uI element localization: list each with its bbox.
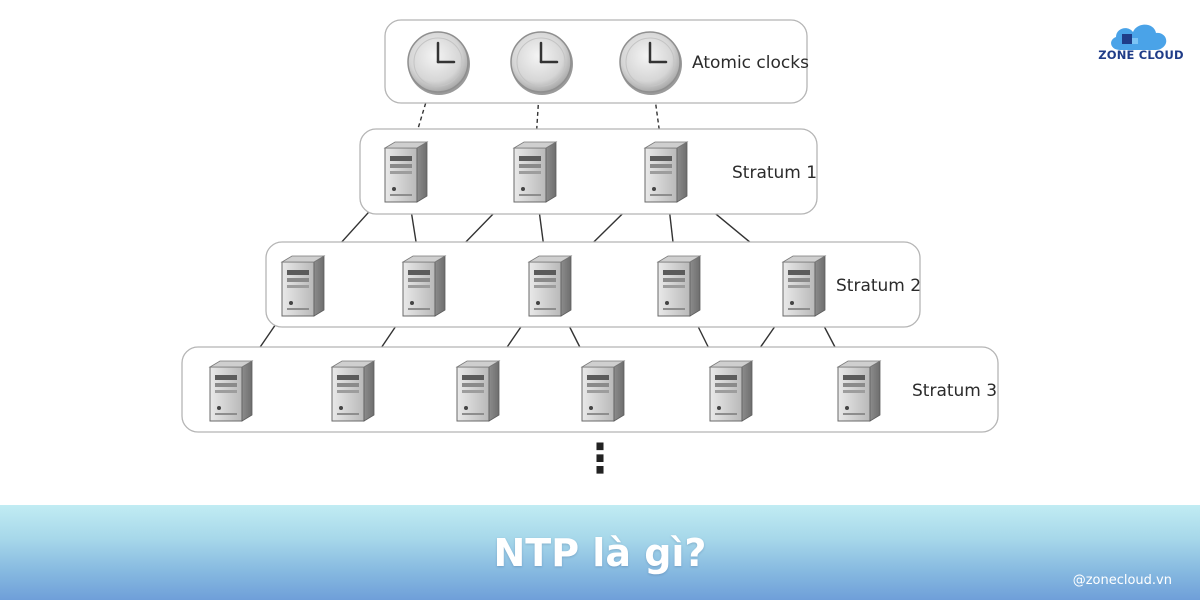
cloud-icon [1111,24,1167,50]
server-icon [527,255,573,317]
server-icon [208,360,254,422]
server-icon [401,255,447,317]
server-icon [580,360,626,422]
atomic-clock-icon [510,31,573,95]
server-icon [836,360,882,422]
server-icon [512,141,558,203]
atomic-clock-icon [619,31,682,95]
title-banner: NTP là gì? @zonecloud.vn [0,505,1200,600]
server-icon [781,255,827,317]
server-icon [383,141,429,203]
tier-panel-stratum1 [359,128,818,215]
tier-panel-atomic [384,19,808,104]
server-icon [708,360,754,422]
server-icon [455,360,501,422]
banner-title: NTP là gì? [493,531,707,575]
continuation-dots: ⋮ [580,436,620,482]
server-icon [656,255,702,317]
tier-label-stratum1: Stratum 1 [732,163,817,183]
atomic-clock-icon [407,31,470,95]
server-icon [643,141,689,203]
tier-label-atomic: Atomic clocks [692,53,809,73]
social-handle: @zonecloud.vn [1072,573,1172,588]
brand-name: ZONE CLOUD [1098,48,1184,62]
server-icon [280,255,326,317]
tier-label-stratum3: Stratum 3 [912,381,997,401]
server-icon [330,360,376,422]
tier-label-stratum2: Stratum 2 [836,276,921,296]
